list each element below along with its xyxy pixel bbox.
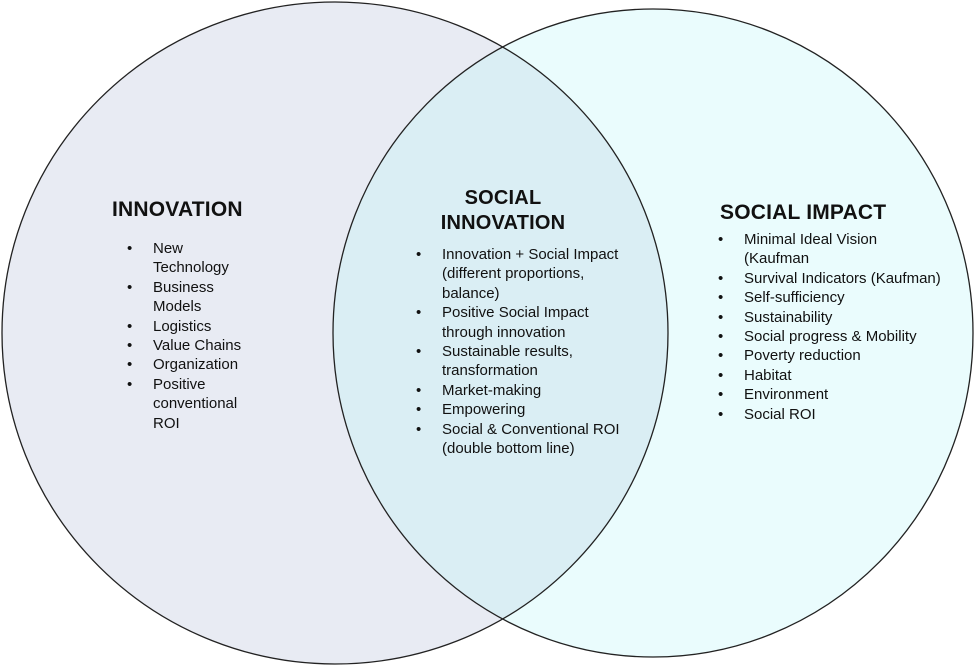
- innovation-circle-outline: [1, 1, 669, 665]
- innovation-list: New TechnologyBusiness ModelsLogisticsVa…: [127, 239, 255, 433]
- social-impact-list: Minimal Ideal Vision (KaufmanSurvival In…: [718, 230, 946, 424]
- list-item: Social ROI: [718, 405, 946, 425]
- list-item: Value Chains: [127, 336, 255, 356]
- list-item: Sustainability: [718, 308, 946, 328]
- list-item: Sustainable results, transformation: [416, 342, 626, 381]
- social-impact-title: SOCIAL IMPACT: [720, 201, 887, 224]
- list-item: Positive Social Impact through innovatio…: [416, 303, 626, 342]
- list-item: Self-sufficiency: [718, 288, 946, 308]
- list-item: Innovation + Social Impact (different pr…: [416, 245, 626, 303]
- social-innovation-title: SOCIAL INNOVATION: [440, 187, 566, 234]
- list-item: Empowering: [416, 400, 626, 420]
- list-item: Survival Indicators (Kaufman): [718, 269, 946, 289]
- list-item: Business Models: [127, 278, 255, 317]
- list-item: Poverty reduction: [718, 346, 946, 366]
- list-item: New Technology: [127, 239, 255, 278]
- list-item: Environment: [718, 385, 946, 405]
- list-item: Organization: [127, 355, 255, 375]
- social-innovation-list: Innovation + Social Impact (different pr…: [416, 245, 626, 458]
- list-item: Habitat: [718, 366, 946, 386]
- innovation-title: INNOVATION: [112, 198, 243, 221]
- overlap-region: [333, 9, 668, 657]
- list-item: Minimal Ideal Vision (Kaufman: [718, 230, 946, 269]
- list-item: Market-making: [416, 381, 626, 401]
- list-item: Social & Conventional ROI (double bottom…: [416, 420, 626, 459]
- social-impact-region: SOCIAL IMPACT Minimal Ideal Vision (Kauf…: [718, 200, 960, 424]
- list-item: Positive conventional ROI: [127, 375, 255, 433]
- social-impact-circle-outline: [332, 8, 974, 658]
- innovation-region: INNOVATION New TechnologyBusiness Models…: [112, 197, 312, 433]
- social-innovation-region: SOCIAL INNOVATION Innovation + Social Im…: [405, 186, 645, 458]
- list-item: Social progress & Mobility: [718, 327, 946, 347]
- list-item: Logistics: [127, 317, 255, 337]
